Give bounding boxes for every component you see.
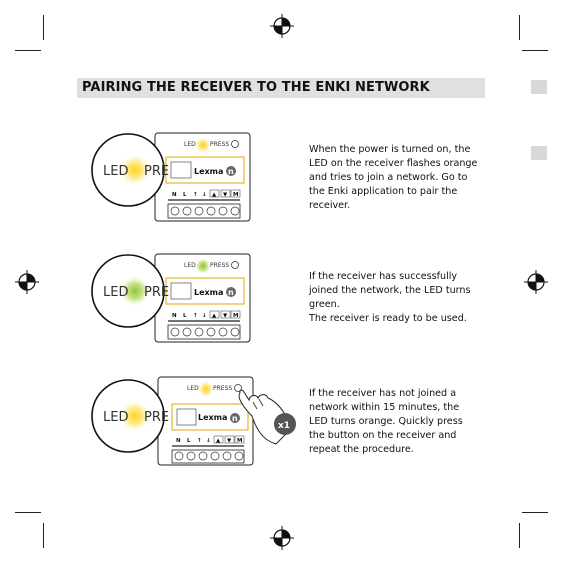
crop-mark [519,15,520,40]
receiver-label-panel [165,277,245,305]
section-title: PAIRING THE RECEIVER TO THE ENKI NETWORK [82,80,430,95]
svg-text:▼: ▼ [223,313,228,319]
svg-text:M: M [233,192,238,198]
crop-mark [43,15,44,40]
brand-logo-letter: n [228,167,234,176]
svg-text:M: M [233,313,238,319]
zoom-led-glow [120,276,150,306]
brand-logo: Lexma [194,288,223,297]
zoom-led-label: LED [103,164,128,179]
svg-text:N: N [176,438,181,444]
svg-text:▼: ▼ [223,192,228,198]
brand-logo-badge [226,166,236,176]
press-count-label: x1 [278,421,290,431]
press-button [231,140,239,148]
led-glow [195,258,211,274]
led-label: LED [184,141,196,148]
crop-mark [522,512,548,513]
receiver-label-panel [165,156,245,184]
registration-mark-right [524,270,548,294]
next-page-header-fragment [531,146,547,160]
svg-text:↓: ↓ [206,437,211,444]
svg-text:↓: ↓ [202,191,207,198]
svg-text:▲: ▲ [212,313,217,319]
brand-logo-letter: n [232,414,238,423]
press-button [231,261,239,269]
svg-text:↑: ↑ [197,437,202,444]
led-label: LED [184,262,196,269]
brand-logo-badge [226,287,236,297]
svg-text:▲: ▲ [216,438,221,444]
led-label: LED [187,385,199,392]
svg-text:↑: ↑ [193,191,198,198]
svg-text:L: L [183,313,187,319]
zoom-led-glow [120,155,150,185]
registration-mark-top [270,14,294,38]
registration-mark-bottom [270,526,294,550]
crop-mark [15,512,41,513]
zoom-press-label: PRE [144,164,169,179]
press-label: PRESS [213,385,232,392]
section-header: PAIRING THE RECEIVER TO THE ENKI NETWORK [77,78,485,98]
zoom-press-label: PRE [144,285,169,300]
brand-logo: Lexma [194,167,223,176]
receiver-label-panel [171,403,249,431]
press-label: PRESS [210,262,229,269]
led-glow [195,137,211,153]
terminal-screws [167,203,241,219]
crop-mark [522,50,548,51]
brand-logo-badge [230,413,240,423]
svg-text:▲: ▲ [212,192,217,198]
registration-mark-left [15,270,39,294]
zoom-led-glow [120,401,150,431]
svg-text:L: L [187,438,191,444]
step-2-text: If the receiver has successfully joined … [309,271,471,324]
svg-text:▼: ▼ [227,438,232,444]
terminal-screws [167,324,241,340]
press-label: PRESS [210,141,229,148]
svg-text:N: N [172,192,177,198]
step-3-text: If the receiver has not joined a network… [309,388,463,455]
svg-text:L: L [183,192,187,198]
zoom-led-label: LED [103,410,128,425]
brand-logo: Lexma [198,413,227,422]
crop-mark [43,523,44,548]
crop-mark [15,50,41,51]
crop-mark [519,523,520,548]
svg-text:↓: ↓ [202,312,207,319]
step-1-text: When the power is turned on, the LED on … [309,144,478,211]
zoom-press-label: PRE [144,410,169,425]
terminal-screws [171,449,245,464]
next-page-header-fragment [531,80,547,94]
svg-text:N: N [172,313,177,319]
press-count-badge [274,413,296,435]
svg-text:↑: ↑ [193,312,198,319]
svg-text:M: M [237,438,242,444]
zoom-led-label: LED [103,285,128,300]
press-button [234,384,242,392]
brand-logo-letter: n [228,288,234,297]
led-glow [198,381,214,397]
